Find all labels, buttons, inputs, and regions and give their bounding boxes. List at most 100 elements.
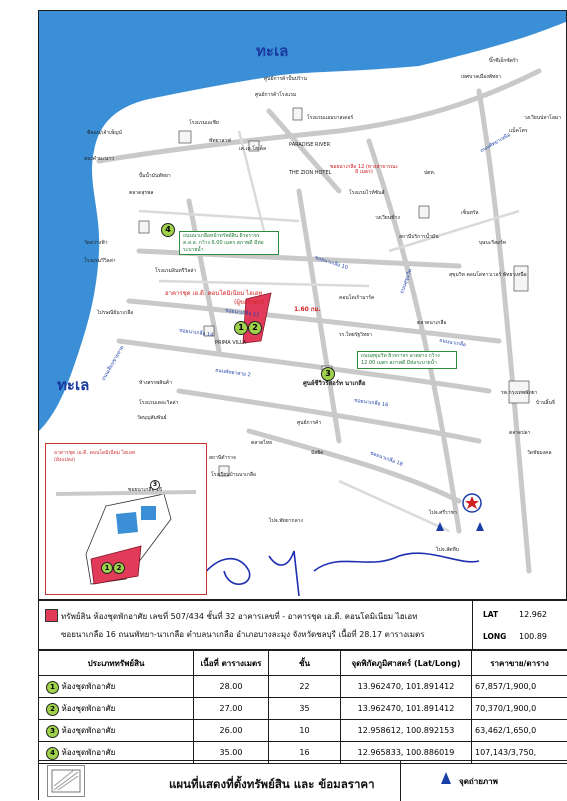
- road-callout-3: ซอยนาเกลือ 12 (ทางสาธารณะ 8 เมตร): [329, 165, 399, 175]
- inset-marker-2: 2: [113, 562, 125, 574]
- row-floor: 10: [269, 720, 341, 742]
- row-type-text: ห้องชุดพักอาศัย: [62, 748, 116, 757]
- row-coords: 13.962470, 101.891412: [341, 698, 472, 720]
- row-area: 28.00: [194, 676, 269, 698]
- header-price: ราคาขาย/ตาราง: [472, 651, 567, 676]
- place-label: บ้านลิ้นจี่: [536, 401, 555, 406]
- place-label: ตลาดปลา: [509, 431, 530, 436]
- place-label: ปตท.: [424, 171, 435, 176]
- header-coords: จุดพิกัดภูมิศาสตร์ (Lat/Long): [341, 651, 472, 676]
- place-label: ทองคำมะนาว: [84, 157, 114, 162]
- marker-4[interactable]: 4: [161, 223, 175, 237]
- inset-marker-1: 1: [101, 562, 113, 574]
- inset-map: อาคารชุด เอ.ดี. คอนโดมิเนียม ไฮเอท (ผังแ…: [45, 443, 207, 595]
- landmark-condo: ศูนย์ซีวิวรีสอร์ท นาเกลือ: [303, 381, 365, 387]
- place-label: แม็คโคร: [509, 129, 528, 134]
- map-frame: ทะเล ทะเล ศูนย์การค้าโรงแรม โรงแรมแอมบาส…: [38, 10, 567, 600]
- place-label: ไปจ.สัตหีบ: [436, 548, 459, 553]
- place-label: สถานีตำรวจ: [209, 456, 236, 461]
- place-label: เค.เค.โฮเต็ล: [239, 147, 266, 152]
- long-label: LONG: [483, 632, 506, 641]
- row-price: 70,370/1,900,0: [472, 698, 567, 720]
- place-label: โรงแรมวีวิลล่า: [84, 259, 116, 264]
- place-label: ปั้มน้ำมันพัทยา: [139, 174, 171, 179]
- row-type-text: ห้องชุดพักอาศัย: [62, 682, 116, 691]
- place-label: เซ็นทรัล: [461, 211, 479, 216]
- road-callout-2: ถนนสุขุมวิท ผิวจราจร ลาดยาง กว้าง 12.00 …: [357, 351, 457, 369]
- table-row: 2 ห้องชุดพักอาศัย 27.00 35 13.962470, 10…: [39, 698, 567, 720]
- table-row: 3 ห้องชุดพักอาศัย 26.00 10 12.958612, 10…: [39, 720, 567, 742]
- property-line-2: ซอยนาเกลือ 16 ถนนพัทยา-นาเกลือ ตำบลนาเกล…: [61, 628, 425, 641]
- header-area: เนื้อที่ ตารางเมตร: [194, 651, 269, 676]
- place-label: วัดบุญสัมพันธ์: [137, 416, 167, 421]
- place-label: มัสยิด: [311, 451, 324, 456]
- row-floor: 22: [269, 676, 341, 698]
- road-callout-1: ถนนนาเกลือหน้าทรัพย์สิน ผิวจราจร ค.ส.ล. …: [179, 231, 279, 255]
- assets-table: ประเภททรัพย์สิน เนื้อที่ ตารางเมตร ชั้น …: [38, 650, 567, 764]
- sea-label-top: ทะเล: [256, 39, 288, 63]
- row-number: 4: [46, 747, 59, 760]
- place-label: บุษบะรีสอร์ท: [479, 241, 506, 246]
- place-label: โรงแรมเดอะวิลล่า: [139, 401, 178, 406]
- place-label: วงเวียนปลาโลมา: [524, 116, 561, 121]
- photo-point-label: จุดถ่ายภาพ: [459, 775, 498, 788]
- place-label: ตลาดไทย: [251, 441, 272, 446]
- row-number: 1: [46, 681, 59, 694]
- row-type: 2 ห้องชุดพักอาศัย: [39, 698, 194, 720]
- footer: แผนที่แสดงที่ตั้งทรัพย์สิน และ ข้อมลราคา…: [38, 760, 567, 800]
- place-label: ศูนย์การค้า: [297, 421, 321, 426]
- coord-box: LAT 12.962 LONG 100.89: [472, 601, 567, 651]
- lat-label: LAT: [483, 610, 498, 619]
- subject-title: อาคารชุด เอ.ดี. คอนโดมิเนียม ไฮเอท: [165, 291, 262, 297]
- table-header-row: ประเภททรัพย์สิน เนื้อที่ ตารางเมตร ชั้น …: [39, 651, 567, 676]
- subject-legend-swatch: [45, 609, 58, 622]
- row-number: 2: [46, 703, 59, 716]
- footer-divider: [400, 761, 401, 801]
- property-info: ทรัพย์สิน ห้องชุดพักอาศัย เลขที่ 507/434…: [38, 600, 567, 650]
- table-row: 1 ห้องชุดพักอาศัย 28.00 22 13.962470, 10…: [39, 676, 567, 698]
- row-type: 1 ห้องชุดพักอาศัย: [39, 676, 194, 698]
- row-number: 3: [46, 725, 59, 738]
- lat-value: 12.962: [519, 610, 547, 619]
- place-label: ตลาดสุรพล: [129, 191, 153, 196]
- place-label: ศูนย์การค้าโรงแรม: [255, 93, 296, 98]
- place-label: ซีคอน/เจ้าเพ็ญน์: [87, 131, 122, 136]
- camera-arrow-icon: [439, 771, 453, 785]
- place-label: วัดสว่างฟ้า: [84, 241, 108, 246]
- header-type: ประเภททรัพย์สิน: [39, 651, 194, 676]
- place-label: โรงเรียนบ้านนาเกลือ: [211, 473, 256, 478]
- place-label: PARADISE RIVER: [289, 143, 330, 148]
- place-label: ไปจ.ศรีราชา: [429, 511, 457, 516]
- marker-1[interactable]: 1: [234, 321, 248, 335]
- place-label: โรงแรมเอเชีย: [189, 121, 219, 126]
- subject-subtitle: (ผู้ขอราคา): [234, 300, 264, 306]
- place-label: ห้างสรรพสินค้า: [139, 381, 172, 386]
- place-label: ไปจ.พัทยากลาง: [269, 519, 303, 524]
- row-type-text: ห้องชุดพักอาศัย: [62, 726, 116, 735]
- footer-title: แผนที่แสดงที่ตั้งทรัพย์สิน และ ข้อมลราคา: [169, 776, 375, 794]
- place-label: คอนโดเก้ามาร์ค: [339, 296, 374, 301]
- row-price: 63,462/1,650,0: [472, 720, 567, 742]
- place-label: สถานีบริการน้ำมัน: [399, 235, 439, 240]
- row-coords: 13.962470, 101.891412: [341, 676, 472, 698]
- place-label: สุขุมวิท คอนโดทาวเวอร์ พัทยาเหนือ: [449, 273, 527, 278]
- place-label: พัทยาลาฟ: [209, 139, 231, 144]
- place-label: รร.ไทยรัฐวิทยา: [339, 333, 372, 338]
- signature: [199, 551, 479, 596]
- row-area: 26.00: [194, 720, 269, 742]
- long-value: 100.89: [519, 632, 547, 641]
- marker-3[interactable]: 3: [321, 367, 335, 381]
- place-label: THE ZION HOTEL: [289, 171, 331, 176]
- place-label: บิ๊กซีเอ็กซ์ตร้า: [489, 59, 518, 64]
- inset-parcel: [46, 444, 206, 594]
- marker-2[interactable]: 2: [248, 321, 262, 335]
- place-label: วงเวียนช้าง: [375, 216, 400, 221]
- header-floor: ชั้น: [269, 651, 341, 676]
- place-label: รพ.กรุงเทพพัทยา: [501, 391, 537, 396]
- company-logo-icon: [47, 765, 85, 797]
- sea-label-left: ทะเล: [57, 373, 89, 397]
- row-coords: 12.958612, 100.892153: [341, 720, 472, 742]
- place-label: PRIMA VILLA: [215, 341, 246, 346]
- row-area: 27.00: [194, 698, 269, 720]
- distance-label: 1.60 กม.: [294, 307, 321, 313]
